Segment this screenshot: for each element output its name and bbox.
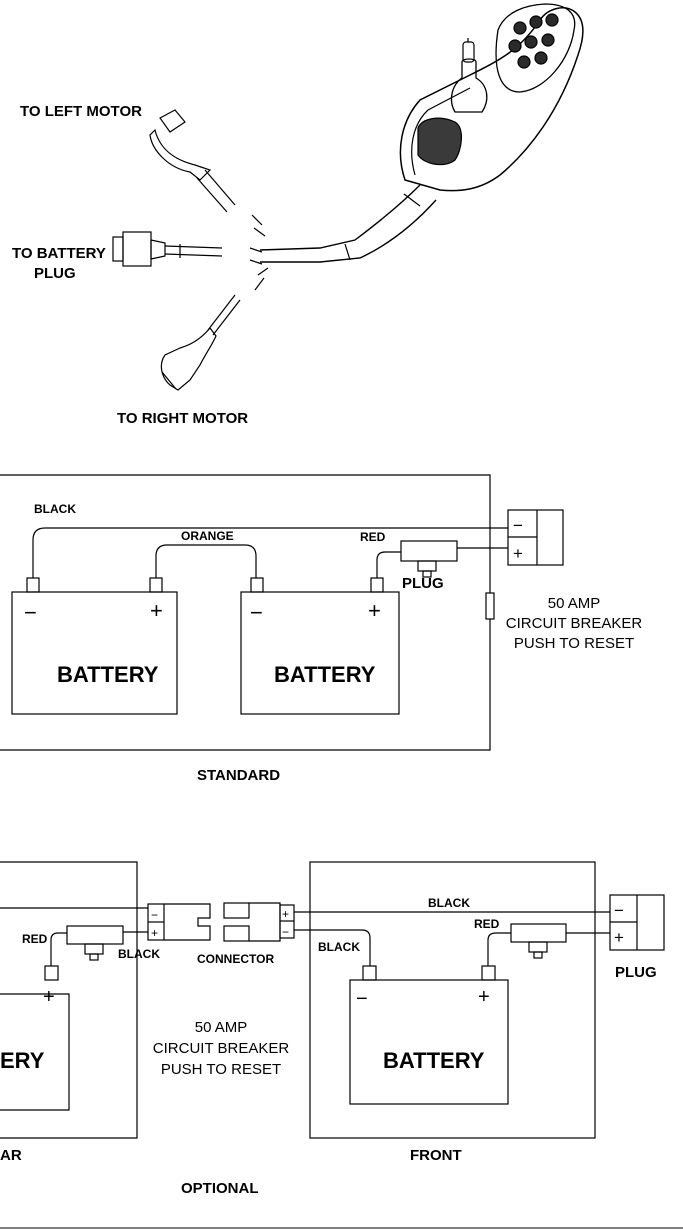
harness-wire-ends	[249, 214, 269, 291]
opt-outlet-minus: −	[614, 901, 624, 920]
opt-outlet-plus: +	[614, 928, 624, 947]
std-label-red: RED	[360, 530, 386, 544]
opt-label-plug: PLUG	[615, 964, 657, 981]
plug-standard	[400, 540, 458, 562]
plug-front	[510, 923, 567, 943]
standard-section	[0, 474, 564, 751]
opt-breaker-line3: PUSH TO RESET	[161, 1061, 281, 1078]
std-caption: STANDARD	[197, 767, 280, 784]
opt-label-rear-red: RED	[22, 932, 48, 946]
right-motor-plug	[160, 294, 241, 391]
label-to-right-motor: TO RIGHT MOTOR	[117, 410, 248, 427]
battery-right-box	[240, 591, 400, 715]
opt-breaker-line2: CIRCUIT BREAKER	[153, 1040, 290, 1057]
label-plug: PLUG	[34, 265, 76, 282]
std-label-plug: PLUG	[402, 575, 444, 592]
opt-caption: OPTIONAL	[181, 1180, 259, 1197]
opt-label-rear-black: BLACK	[118, 947, 160, 961]
std-battery-left-label: BATTERY	[57, 662, 159, 687]
opt-front-conn-plus: +	[282, 907, 289, 921]
std-breaker-line1: 50 AMP	[548, 595, 601, 612]
label-to-left-motor: TO LEFT MOTOR	[20, 103, 142, 120]
front-wire-black-left	[294, 929, 371, 966]
rear-battery	[0, 993, 70, 1111]
opt-rear-conn-minus: −	[151, 908, 158, 922]
opt-label-connector: CONNECTOR	[197, 952, 274, 966]
opt-label-front-red: RED	[474, 917, 500, 931]
label-to-battery: TO BATTERY	[12, 245, 106, 262]
plug-rear	[66, 925, 124, 945]
opt-rear-conn-plus: +	[151, 926, 158, 940]
optional-section	[0, 861, 665, 1139]
std-battery-right-label: BATTERY	[274, 662, 376, 687]
std-left-plus: +	[150, 598, 163, 623]
battery-plug	[112, 231, 223, 267]
std-label-orange: ORANGE	[181, 529, 234, 543]
std-outlet-minus: −	[513, 516, 523, 535]
rear-box	[0, 861, 138, 1139]
opt-label-black-top: BLACK	[428, 896, 470, 910]
std-right-minus: −	[250, 600, 263, 625]
opt-front-minus: −	[356, 988, 368, 1010]
std-outlet-plus: +	[513, 544, 523, 563]
wire-red	[376, 551, 401, 578]
opt-front-battery-label: BATTERY	[383, 1048, 485, 1073]
opt-label-front: FRONT	[410, 1147, 462, 1164]
front-battery	[349, 979, 509, 1105]
wire-orange	[155, 544, 257, 578]
front-box	[309, 861, 596, 1139]
opt-front-plus: +	[478, 986, 490, 1008]
opt-front-conn-minus: −	[282, 925, 289, 939]
std-right-plus: +	[368, 598, 381, 623]
opt-rear-battery-label: ERY	[0, 1048, 45, 1073]
joystick-controller	[259, 3, 584, 263]
std-left-minus: −	[24, 600, 37, 625]
opt-breaker-line1: 50 AMP	[195, 1019, 248, 1036]
std-breaker-line2: CIRCUIT BREAKER	[506, 615, 643, 632]
opt-label-black-left: BLACK	[318, 940, 360, 954]
opt-label-rear: AR	[0, 1147, 22, 1164]
left-motor-plug	[149, 109, 236, 213]
std-breaker-line3: PUSH TO RESET	[514, 635, 634, 652]
battery-left-box	[11, 591, 178, 715]
std-label-black: BLACK	[34, 502, 76, 516]
wire-black	[32, 527, 508, 578]
opt-rear-plus: +	[43, 986, 55, 1008]
front-wire-red	[487, 932, 511, 966]
